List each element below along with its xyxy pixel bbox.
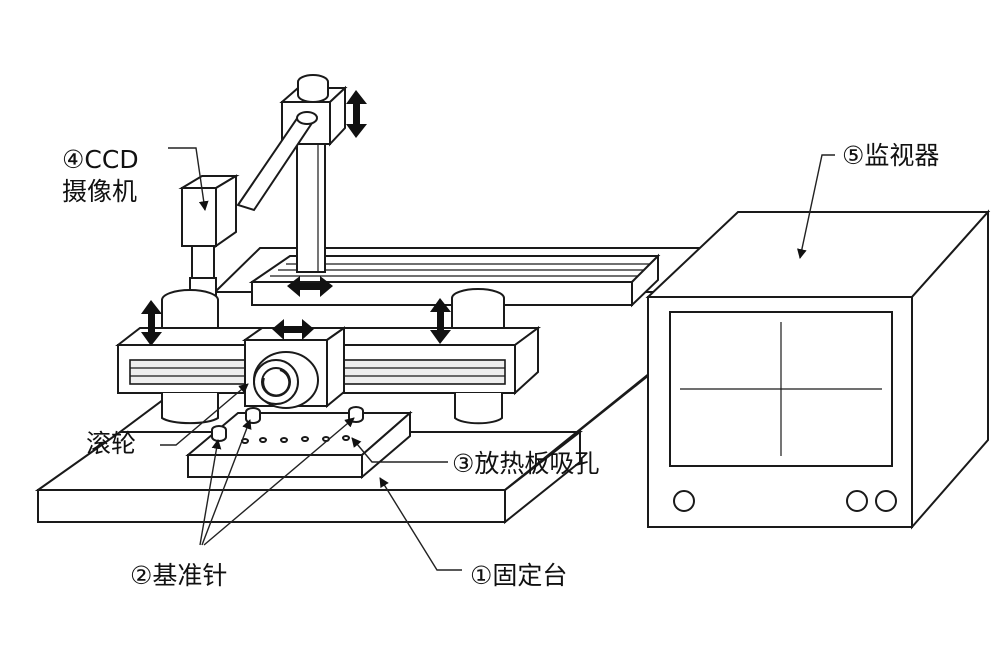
label-ccd-camera-line2: 摄像机 <box>62 177 137 206</box>
horizontal-arrow-carriage <box>272 319 314 340</box>
label-ccd-camera-line1: ④CCD <box>62 145 139 174</box>
vertical-arrow-left <box>141 300 162 346</box>
roller-carriage <box>241 326 348 409</box>
label-fixed-stage: ①固定台 <box>470 561 567 590</box>
label-heat-plate-holes: ③放热板吸孔 <box>452 449 599 478</box>
vertical-arrow-right <box>430 298 451 344</box>
vertical-arrow-post <box>346 90 367 138</box>
camera-arm <box>236 111 318 212</box>
monitor-knob-center <box>846 490 868 512</box>
label-reference-pins: ②基准针 <box>130 561 227 590</box>
label-roller: 滚轮 <box>86 429 136 458</box>
monitor <box>645 209 991 530</box>
horizontal-arrow-rail <box>287 276 333 297</box>
label-monitor: ⑤监视器 <box>842 141 939 170</box>
vertical-post <box>279 74 348 273</box>
monitor-knob-right <box>875 490 897 512</box>
leader-lines <box>160 147 835 571</box>
motion-arrows <box>141 90 451 346</box>
labels: ④CCD 摄像机 ⑤监视器 滚轮 ③放热板吸孔 ②基准针 ①固定台 <box>62 141 939 590</box>
monitor-knob-left <box>673 490 695 512</box>
